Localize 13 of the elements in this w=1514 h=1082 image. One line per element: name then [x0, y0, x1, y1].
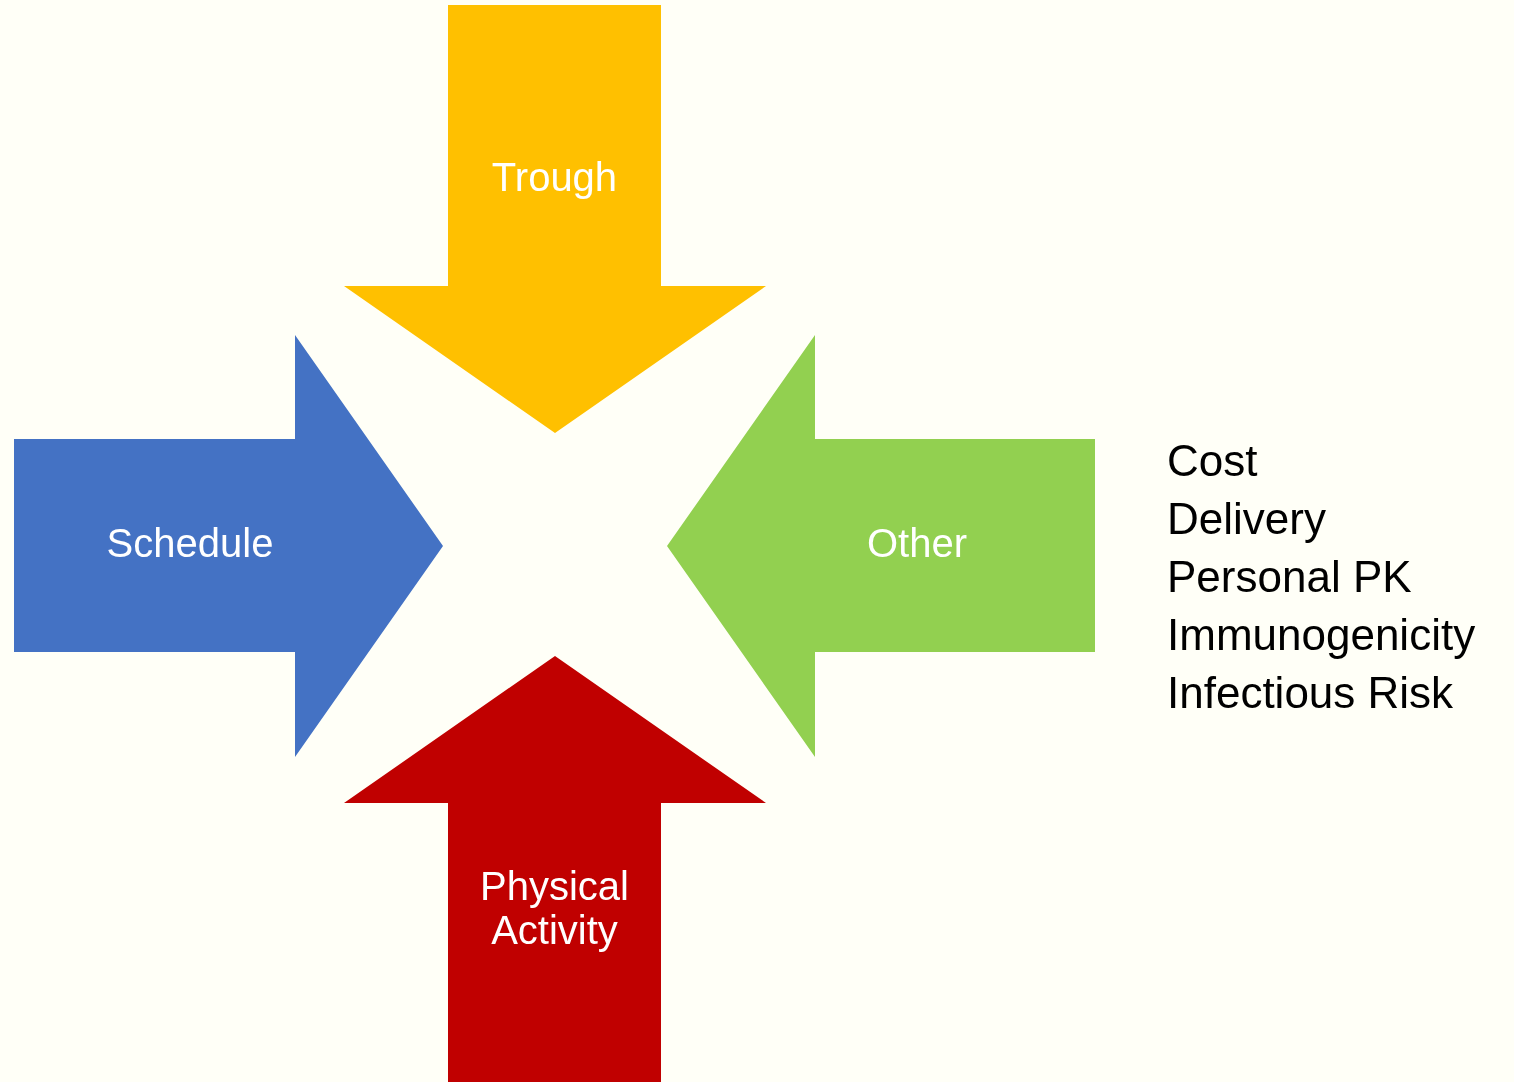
arrow-label: Other: [865, 521, 968, 565]
factor-text: Cost: [1167, 435, 1258, 487]
arrow-label: Schedule: [105, 521, 275, 565]
block-arrow: [344, 5, 766, 433]
arrow-label: Physical Activity: [479, 864, 630, 952]
block-arrow: [14, 335, 443, 757]
factor-text: Infectious Risk: [1167, 667, 1454, 719]
arrow-label: Trough: [490, 155, 619, 199]
factor-text: Immunogenicity: [1167, 609, 1476, 661]
factor-text: Personal PK: [1167, 551, 1412, 603]
factor-text: Delivery: [1167, 493, 1326, 545]
block-arrow: [667, 335, 1095, 757]
block-arrow: [344, 656, 766, 1082]
